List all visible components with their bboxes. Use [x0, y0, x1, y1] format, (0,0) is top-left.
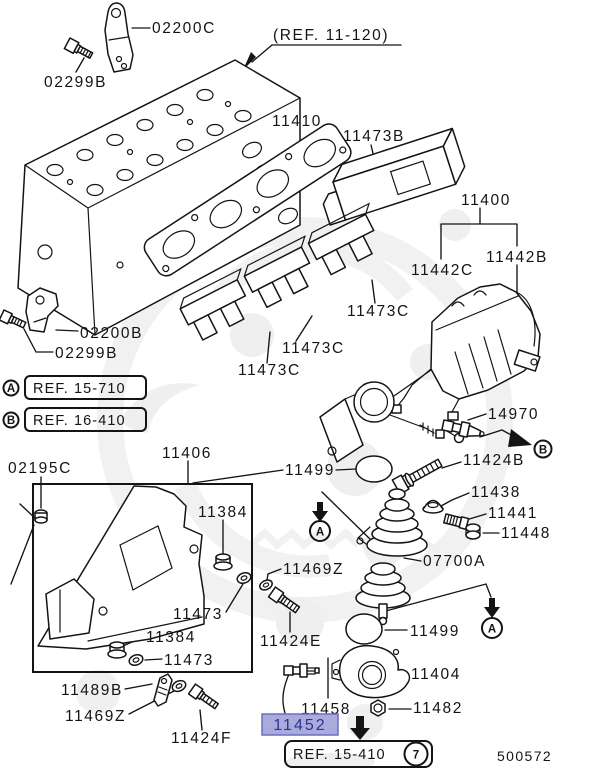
arrows — [243, 52, 532, 740]
heat-protector-11406-part — [32, 483, 253, 673]
part-11452-highlight[interactable] — [261, 713, 339, 736]
washer-11473-lower-part — [128, 653, 144, 667]
label-02299B-top: 02299B — [44, 74, 107, 91]
part-labels: 02200C 02299B (REF. 11-120) 11410 11473B… — [8, 20, 552, 764]
bolt-11424E-part — [267, 586, 301, 614]
ref-a-legend: A REF. 15-710 — [2, 375, 147, 400]
ref-b-legend: B REF. 16-410 — [2, 407, 147, 432]
watermark-crest-icon — [76, 209, 513, 768]
ref-15-410-arrow-icon — [350, 716, 370, 740]
label-11400: 11400 — [461, 192, 511, 209]
label-02299B-mid: 02299B — [55, 345, 118, 362]
label-11499-upper: 11499 — [285, 462, 335, 479]
nut-11482-part — [370, 699, 386, 717]
fitting-11404-part — [331, 644, 411, 699]
label-11442B: 11442B — [486, 249, 548, 266]
ref-a-text: REF. 15-710 — [33, 381, 126, 397]
label-11482: 11482 — [413, 700, 463, 717]
label-11424F: 11424F — [171, 730, 232, 747]
label-11469Z-bottom: 11469Z — [65, 708, 126, 725]
label-11404: 11404 — [411, 666, 461, 683]
ref-15-410-number: 7 — [413, 750, 419, 762]
bolt-02299B-mid-part — [0, 309, 27, 329]
gasket-11410-part — [143, 123, 352, 277]
ref-15-410-box: REF. 15-410 7 — [284, 740, 433, 768]
label-11438: 11438 — [471, 484, 521, 501]
nut-11438-part — [422, 499, 444, 514]
o-ring-11499-lower-part — [345, 613, 383, 645]
ref-11-120-arrow-icon — [243, 52, 256, 70]
label-11473-lower: 11473 — [164, 652, 214, 669]
callout-a2: A — [481, 617, 503, 639]
label-07700A: 07700A — [423, 553, 486, 570]
manifold-stay-part — [319, 369, 465, 463]
ref-b-letter: B — [7, 415, 15, 427]
nut-11448-part — [465, 523, 481, 540]
callout-b-letter: B — [539, 445, 547, 457]
callout-b-arrow-icon — [508, 429, 532, 447]
callout-b: B — [533, 439, 553, 459]
o-ring-11499-upper-part — [355, 455, 393, 483]
label-14970: 14970 — [488, 406, 539, 423]
callout-a1: A — [309, 520, 331, 542]
bushing-02195C-part — [34, 509, 48, 524]
callout-a1-letter: A — [316, 527, 324, 539]
bolt-11424B-part — [391, 458, 443, 495]
label-11424B: 11424B — [463, 452, 525, 469]
ref-15-410-text: REF. 15-410 — [293, 747, 386, 763]
label-11473-upper: 11473 — [173, 606, 223, 623]
callout-a2-arrow-icon — [484, 598, 500, 618]
label-11442C: 11442C — [411, 262, 474, 279]
leader-lines — [10, 27, 518, 731]
label-11469Z-mid: 11469Z — [283, 561, 344, 578]
label-11441: 11441 — [488, 505, 538, 522]
bracket-11489B-part — [153, 673, 173, 707]
label-11424E: 11424E — [260, 633, 322, 650]
label-11448: 11448 — [501, 525, 551, 542]
ref-a-letter: A — [7, 383, 15, 395]
covers-11473C-part — [179, 202, 375, 341]
ref-b-text: REF. 16-410 — [33, 413, 126, 429]
bracket-02200B-part — [25, 287, 59, 333]
callout-a2-letter: A — [488, 624, 496, 636]
label-02200B: 02200B — [80, 325, 143, 342]
bolt-02299B-top-part — [63, 37, 94, 59]
catalog-number: 500572 — [497, 748, 552, 764]
throttle-body-07700A-part — [355, 488, 428, 626]
label-02195C: 02195C — [8, 460, 72, 477]
highlighted-part-11452[interactable]: 11452 — [261, 713, 339, 736]
bolt-11424F-part — [187, 683, 220, 710]
label-ref-11-120: (REF. 11-120) — [273, 27, 389, 44]
nut-11384-lower-part — [107, 641, 127, 659]
label-11384-upper: 11384 — [198, 504, 248, 521]
label-11452[interactable]: 11452 — [273, 717, 326, 734]
label-11384-lower: 11384 — [146, 629, 196, 646]
label-11499-lower: 11499 — [410, 623, 460, 640]
label-11473C-mid: 11473C — [282, 340, 345, 357]
bracket-02200C-part — [104, 2, 134, 73]
label-11473C-left: 11473C — [238, 362, 301, 379]
label-11489B: 11489B — [61, 682, 123, 699]
label-11410: 11410 — [272, 113, 322, 130]
label-11473C-right: 11473C — [347, 303, 410, 320]
washer-11473-upper-part — [236, 571, 252, 585]
label-11473B: 11473B — [343, 128, 405, 145]
cover-11473B-part — [322, 127, 466, 226]
label-11406: 11406 — [162, 445, 212, 462]
intake-manifold-11400-part — [391, 283, 541, 421]
callout-a1-arrow-icon — [312, 502, 328, 522]
ring-11469Z-bottom-part — [171, 679, 187, 693]
label-02200C: 02200C — [152, 20, 216, 37]
nut-11384-upper-part — [213, 553, 233, 571]
sensor-14970-part — [441, 419, 485, 438]
ring-11469Z-mid-part — [259, 579, 273, 591]
sensor-11452-part — [283, 663, 320, 678]
